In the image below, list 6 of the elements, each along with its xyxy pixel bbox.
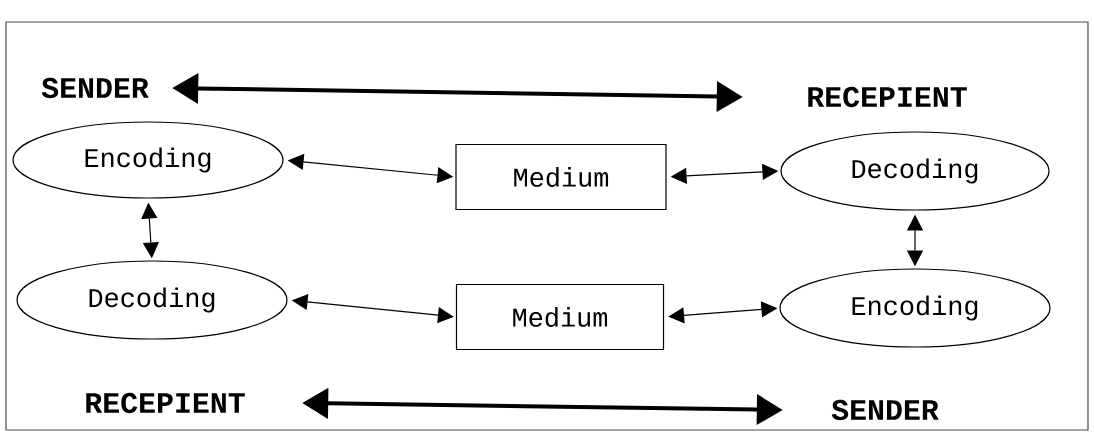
medium-box: Medium: [455, 143, 667, 211]
role-label: SENDER: [831, 399, 939, 421]
role-label: RECEPIENT: [86, 392, 245, 414]
medium-box: Medium: [455, 283, 665, 351]
role-label: SENDER: [41, 77, 149, 99]
role-label: RECEPIENT: [808, 86, 967, 108]
